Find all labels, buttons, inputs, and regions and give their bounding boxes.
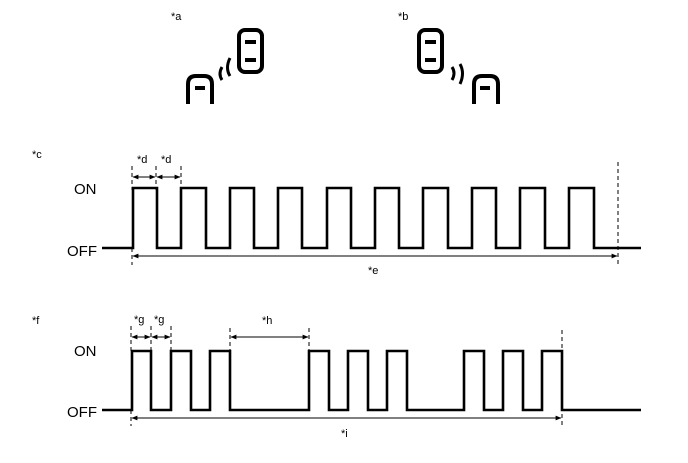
waveform-f: *f ON OFF *g *g *h *i (32, 314, 641, 440)
key-fob-icon (186, 74, 214, 104)
on-label: ON (74, 343, 97, 360)
label-e: *e (368, 265, 378, 277)
waveform-c: *c ON OFF *d *d *e (32, 149, 641, 277)
off-label: OFF (67, 243, 97, 260)
on-label: ON (74, 181, 97, 198)
label-d: *d (161, 154, 171, 166)
label-a: *a (171, 11, 182, 23)
label-g: *g (154, 314, 164, 326)
illustration-b: *b (398, 11, 500, 104)
label-i: *i (341, 428, 348, 440)
label-g: *g (134, 314, 144, 326)
key-fob-icon (472, 74, 500, 104)
vehicle-icon (237, 28, 264, 74)
signal-waves-icon (218, 57, 232, 81)
vehicle-icon (417, 28, 444, 74)
off-label: OFF (67, 404, 97, 421)
signal-waves-icon (450, 63, 464, 85)
pulse-train-f (102, 349, 641, 412)
label-f: *f (32, 315, 40, 327)
label-c: *c (32, 149, 42, 161)
label-d: *d (137, 154, 147, 166)
label-b: *b (398, 11, 408, 23)
label-h: *h (262, 315, 272, 327)
pulse-train-c (102, 186, 641, 250)
illustration-a: *a (171, 11, 264, 104)
